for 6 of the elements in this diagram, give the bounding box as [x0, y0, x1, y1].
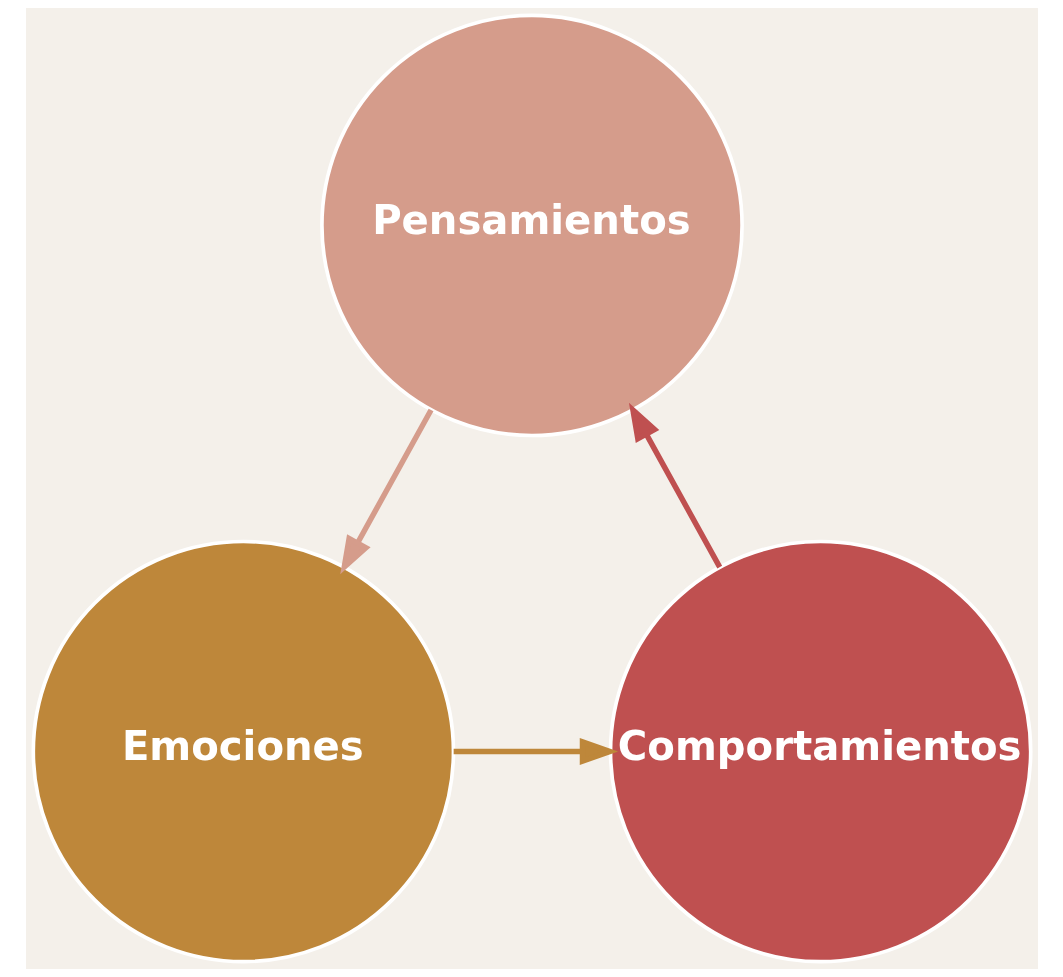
arrow [453, 738, 618, 765]
node-circle: Emociones [31, 539, 455, 964]
arrow [339, 408, 433, 575]
node-circle: Comportamientos [608, 539, 1032, 964]
node-circle: Pensamientos [319, 13, 744, 438]
arrow [628, 402, 722, 569]
